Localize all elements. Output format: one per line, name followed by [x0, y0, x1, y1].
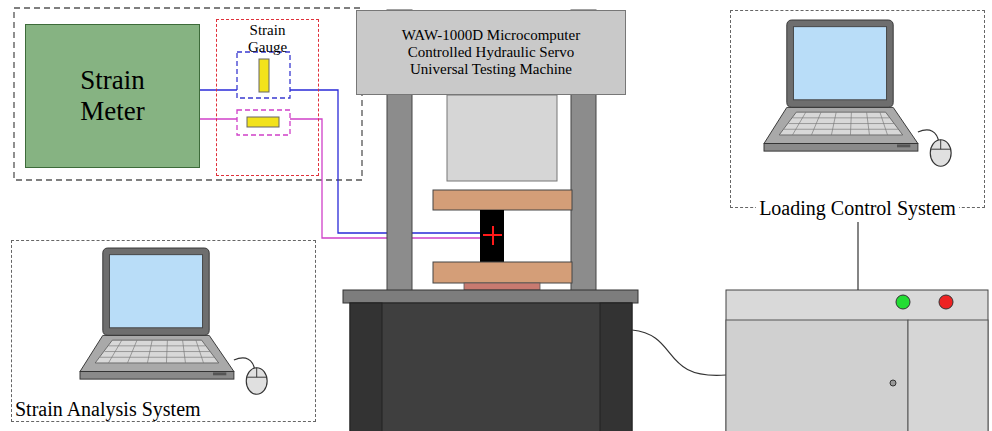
- specimen: [480, 210, 504, 262]
- machine-header: WAW-1000D Microcomputer Controlled Hydra…: [356, 10, 626, 95]
- upper-platen: [433, 190, 572, 210]
- laptop: [80, 248, 267, 394]
- base-panel: [600, 303, 632, 431]
- gauge-group: Strain Gauge: [216, 19, 319, 176]
- cabinet-knob: [890, 380, 896, 386]
- base-panel: [350, 303, 382, 431]
- system-group: Loading Control System: [730, 10, 985, 208]
- gauge-box: [237, 52, 290, 98]
- base-body: [350, 303, 632, 431]
- cabinet-door: [726, 320, 908, 431]
- node-label: Strain Meter: [80, 65, 145, 126]
- strain-gauge-vertical: [259, 59, 269, 92]
- cabinet-door: [908, 320, 988, 431]
- platen-seat: [464, 283, 540, 290]
- lower-platen: [433, 262, 572, 283]
- cable: [857, 222, 858, 290]
- indicator-red: [939, 295, 953, 309]
- laptop: [764, 20, 951, 166]
- gauge-box: [237, 110, 290, 135]
- wire: [200, 118, 237, 119]
- node-label: WAW-1000D Microcomputer Controlled Hydra…: [402, 27, 580, 78]
- node-label: Strain Gauge: [248, 22, 287, 55]
- indicator-green: [896, 295, 910, 309]
- system-group: Strain Analysis System: [11, 240, 316, 422]
- node-label: Strain Analysis System: [15, 398, 201, 420]
- ram: [447, 95, 557, 181]
- gauge-mark: [492, 226, 494, 245]
- cable: [632, 330, 726, 375]
- strain-gauge-horizontal: [247, 117, 279, 127]
- base-top: [343, 290, 638, 303]
- instrument-box: Strain Meter: [25, 24, 200, 168]
- group-outline: [14, 8, 362, 180]
- control-cabinet: [726, 290, 988, 431]
- wire: [200, 89, 237, 90]
- node-label: Loading Control System: [756, 197, 959, 219]
